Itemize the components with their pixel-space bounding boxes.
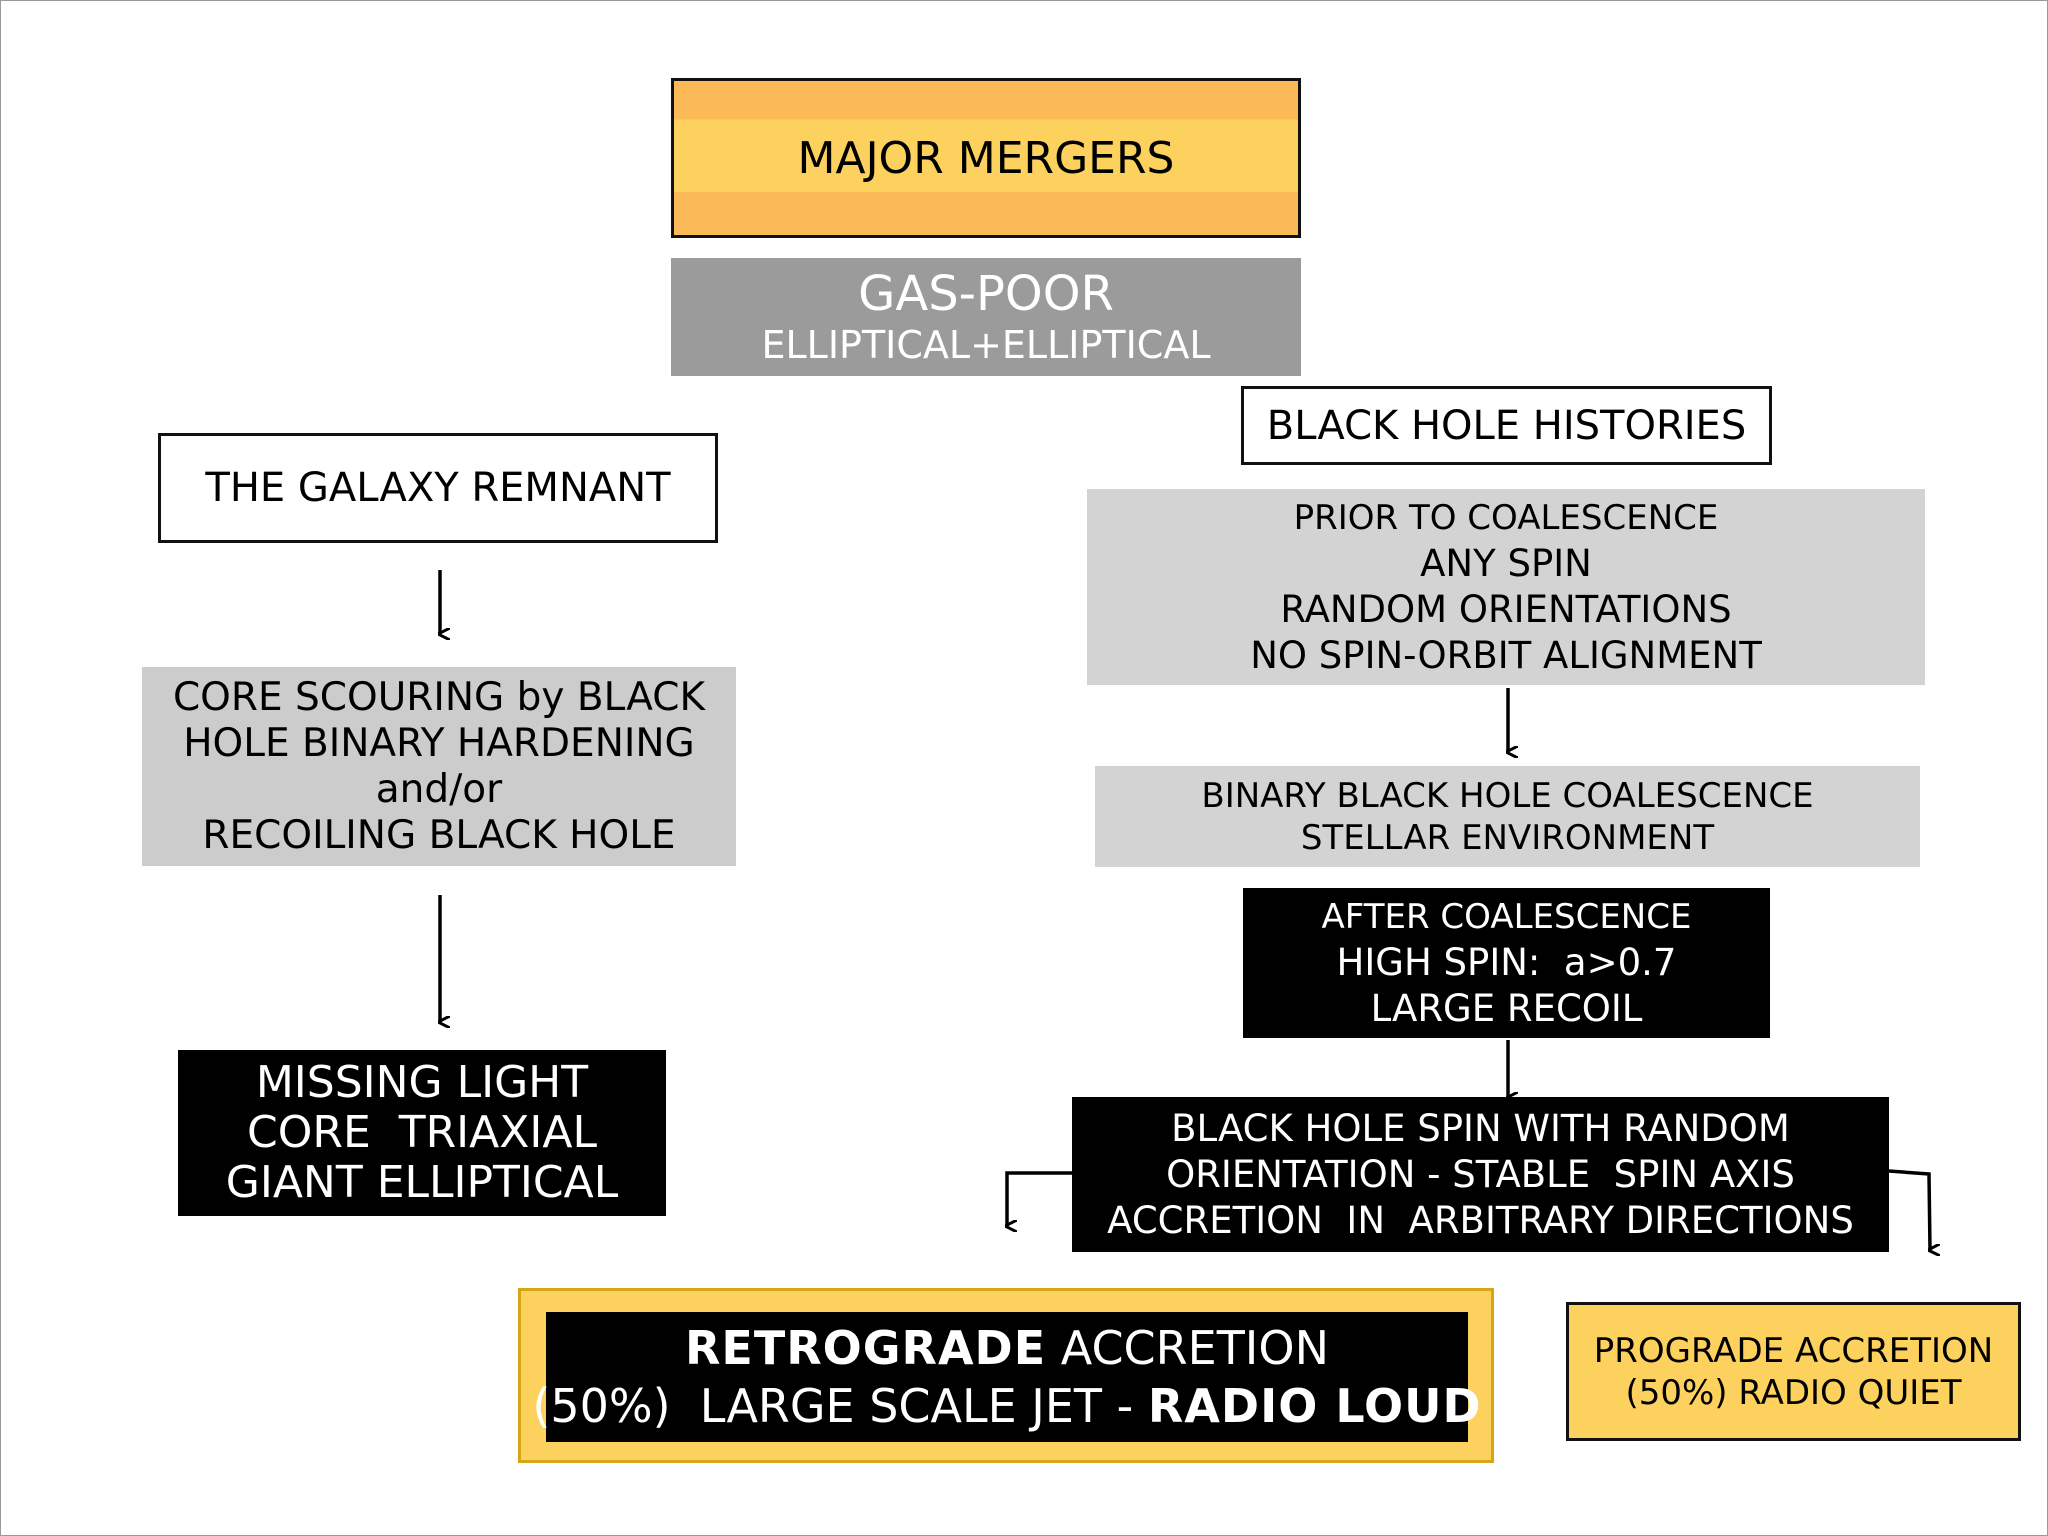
missing-light-line: GIANT ELLIPTICAL <box>225 1157 619 1208</box>
black-hole-histories-label: BLACK HOLE HISTORIES <box>1266 402 1747 449</box>
prior-coalescence-box: PRIOR TO COALESCENCE ANY SPIN RANDOM ORI… <box>1087 489 1925 685</box>
core-scouring-line: RECOILING BLACK HOLE <box>202 812 676 858</box>
core-scouring-line: CORE SCOURING by BLACK <box>172 674 706 720</box>
arrow-spin-to-prograde <box>1888 1169 1930 1250</box>
after-coalescence-line: LARGE RECOIL <box>1370 987 1643 1030</box>
arrow-spin-to-retrograde <box>1007 1171 1072 1226</box>
black-hole-spin-box: BLACK HOLE SPIN WITH RANDOM ORIENTATION … <box>1072 1097 1889 1252</box>
radio-loud-label: RADIO LOUD <box>1147 1379 1482 1433</box>
prograde-accretion-box: PROGRADE ACCRETION (50%) RADIO QUIET <box>1566 1302 2021 1441</box>
retrograde-accretion-box: RETROGRADE ACCRETION (50%) LARGE SCALE J… <box>532 1312 1481 1442</box>
retrograde-bold: RETROGRADE <box>685 1321 1047 1375</box>
galaxy-remnant-label: THE GALAXY REMNANT <box>205 465 671 511</box>
binary-coalescence-line: BINARY BLACK HOLE COALESCENCE <box>1201 775 1814 816</box>
prior-coalescence-title: PRIOR TO COALESCENCE <box>1293 498 1719 538</box>
prior-coalescence-line: ANY SPIN <box>1420 542 1592 585</box>
prograde-line: PROGRADE ACCRETION <box>1593 1330 1994 1371</box>
after-coalescence-line: HIGH SPIN: a>0.7 <box>1336 941 1677 984</box>
core-scouring-line: and/or <box>375 766 503 812</box>
galaxy-remnant-box: THE GALAXY REMNANT <box>158 433 718 543</box>
black-hole-spin-line: ACCRETION IN ARBITRARY DIRECTIONS <box>1107 1198 1854 1242</box>
black-hole-histories-box: BLACK HOLE HISTORIES <box>1241 386 1772 465</box>
prograde-line: (50%) RADIO QUIET <box>1625 1372 1962 1413</box>
binary-coalescence-box: BINARY BLACK HOLE COALESCENCE STELLAR EN… <box>1095 766 1920 867</box>
gas-poor-subtitle: ELLIPTICAL+ELLIPTICAL <box>761 323 1211 367</box>
core-scouring-box: CORE SCOURING by BLACK HOLE BINARY HARDE… <box>142 667 736 866</box>
major-mergers-box: MAJOR MERGERS <box>671 78 1301 238</box>
black-hole-spin-line: ORIENTATION - STABLE SPIN AXIS <box>1166 1152 1795 1196</box>
after-coalescence-title: AFTER COALESCENCE <box>1321 897 1692 937</box>
retrograde-line-1: RETROGRADE ACCRETION <box>685 1319 1329 1377</box>
retrograde-jet-text: (50%) LARGE SCALE JET - <box>532 1379 1148 1433</box>
major-mergers-label: MAJOR MERGERS <box>797 132 1175 184</box>
gas-poor-box: GAS-POOR ELLIPTICAL+ELLIPTICAL <box>671 258 1301 376</box>
missing-light-box: MISSING LIGHT CORE TRIAXIAL GIANT ELLIPT… <box>178 1050 666 1216</box>
gas-poor-title: GAS-POOR <box>858 266 1114 322</box>
black-hole-spin-line: BLACK HOLE SPIN WITH RANDOM <box>1171 1106 1790 1150</box>
prior-coalescence-line: NO SPIN-ORBIT ALIGNMENT <box>1250 634 1762 677</box>
after-coalescence-box: AFTER COALESCENCE HIGH SPIN: a>0.7 LARGE… <box>1243 888 1770 1038</box>
binary-coalescence-line: STELLAR ENVIRONMENT <box>1300 817 1715 858</box>
retrograde-rest: ACCRETION <box>1046 1321 1329 1375</box>
missing-light-line: MISSING LIGHT <box>255 1057 589 1108</box>
missing-light-line: CORE TRIAXIAL <box>247 1107 597 1158</box>
retrograde-line-2: (50%) LARGE SCALE JET - RADIO LOUD <box>532 1377 1481 1435</box>
prior-coalescence-line: RANDOM ORIENTATIONS <box>1280 588 1732 631</box>
core-scouring-line: HOLE BINARY HARDENING <box>183 720 695 766</box>
